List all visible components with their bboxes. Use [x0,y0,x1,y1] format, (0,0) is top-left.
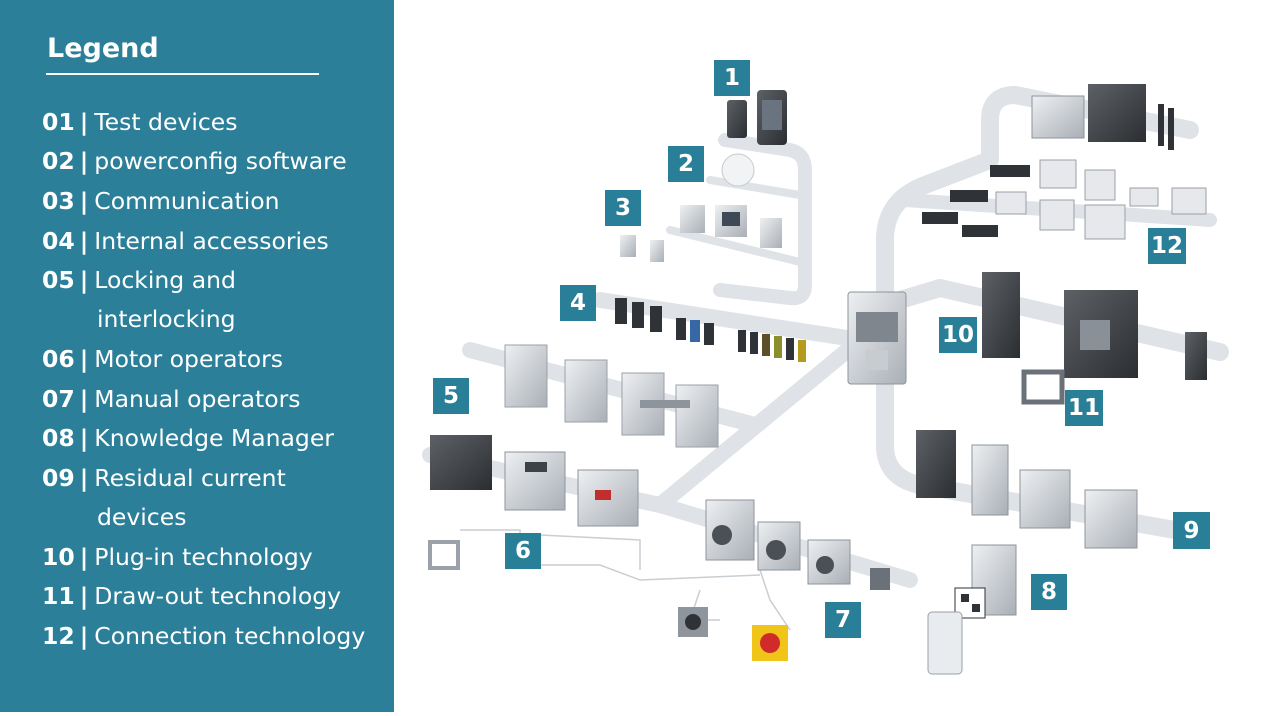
legend-label: Locking and [94,266,236,294]
knowledge-manager [927,544,1017,675]
legend-label: Plug-in technology [94,543,313,571]
badge-10: 10 [939,317,977,353]
legend-item-02: 02|powerconfig software [42,147,347,175]
legend-label: Residual current [94,464,286,492]
legend-title: Legend [47,33,159,64]
legend-item-08: 08|Knowledge Manager [42,424,334,452]
legend-item-06: 06|Motor operators [42,345,283,373]
legend-label: Internal accessories [94,227,329,255]
communication-modules [620,205,782,262]
legend-item-03: 03|Communication [42,187,280,215]
motor-operators [428,435,639,570]
legend-label: Knowledge Manager [94,424,334,452]
connection-technology [922,84,1207,240]
central-breaker-device [847,291,907,385]
legend-label-cont: interlocking [97,305,236,333]
legend-divider [46,73,319,75]
manual-operators [678,499,890,661]
badge-3: 3 [605,190,641,226]
legend-label: Test devices [94,108,238,136]
product-system-diagram: 1 2 3 4 5 6 7 8 9 10 11 12 [394,0,1266,712]
plug-in-technology [982,272,1207,380]
legend-item-10: 10|Plug-in technology [42,543,313,571]
badge-4: 4 [560,285,596,321]
badge-8: 8 [1031,574,1067,610]
legend-item-04: 04|Internal accessories [42,227,329,255]
badge-12: 12 [1148,228,1186,264]
legend-label: Draw-out technology [94,582,342,610]
diagram-illustration [422,84,1229,675]
legend-label-cont: devices [97,503,187,531]
legend-label: Manual operators [94,385,301,413]
legend-label: Motor operators [94,345,283,373]
legend-item-07: 07|Manual operators [42,385,301,413]
residual-current-devices [916,430,1138,549]
test-devices [727,90,787,145]
badge-7: 7 [825,602,861,638]
legend-label: Communication [94,187,280,215]
legend-panel: Legend 01|Test devices 02|powerconfig so… [0,0,394,712]
legend-item-11: 11|Draw-out technology [42,582,342,610]
legend-item-12: 12|Connection technology [42,622,366,650]
draw-out-technology [1021,290,1138,405]
badge-5: 5 [433,378,469,414]
badge-1: 1 [714,60,750,96]
legend-label: Connection technology [94,622,366,650]
badge-9: 9 [1173,512,1210,549]
internal-accessories [615,298,806,362]
badge-2: 2 [668,146,704,182]
badge-11: 11 [1065,390,1103,426]
badge-6: 6 [505,533,541,569]
legend-item-01: 01|Test devices [42,108,238,136]
legend-label: powerconfig software [94,147,347,175]
software-disc [721,153,755,187]
locking-interlocking-devices [504,344,719,448]
